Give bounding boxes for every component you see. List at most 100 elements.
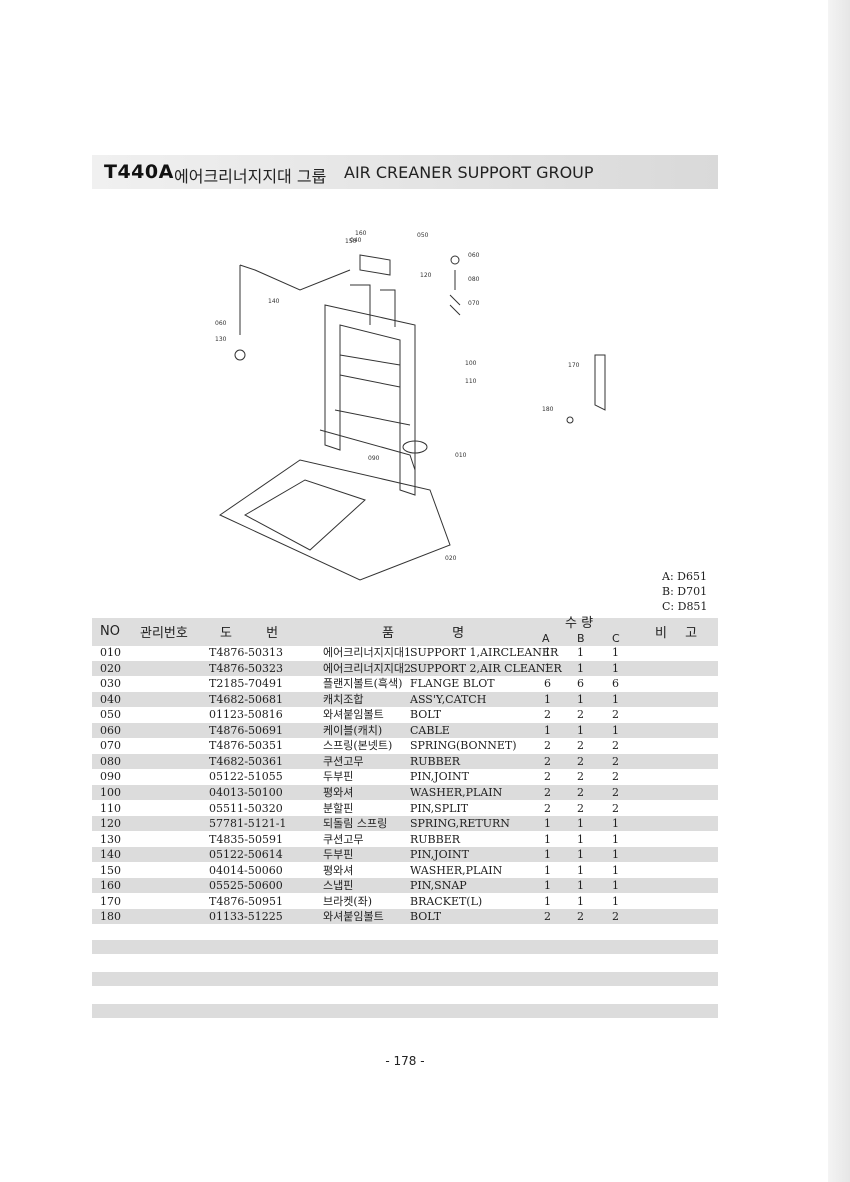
- part-name-english: RUBBER: [410, 832, 461, 846]
- support-frame: [324, 304, 416, 496]
- qty-c: 2: [612, 708, 619, 722]
- part-number: 04013-50100: [209, 785, 283, 799]
- qty-a: 1: [544, 832, 551, 846]
- part-name-korean: 브라켓(좌): [323, 894, 373, 908]
- callout-label: 110: [465, 378, 477, 385]
- part-name-korean: 평와셔: [323, 863, 354, 877]
- callout-label: 060: [468, 252, 480, 259]
- qty-b: 1: [577, 723, 584, 737]
- qty-a: 2: [544, 739, 551, 753]
- part-number: T4876-50951: [209, 894, 284, 908]
- part-number: T4835-50591: [209, 832, 284, 846]
- callout-label: 170: [568, 362, 580, 369]
- qty-a: 1: [544, 661, 551, 675]
- item-number: 140: [100, 848, 121, 862]
- callout-label: 130: [215, 336, 227, 343]
- part-name-english: RUBBER: [410, 754, 461, 768]
- page-number: - 178 -: [385, 1054, 425, 1068]
- item-number: 050: [100, 708, 121, 722]
- part-number: T4682-50361: [209, 754, 284, 768]
- item-number: 030: [100, 677, 121, 691]
- group-title-korean: 에어크리너지지대 그룹: [174, 167, 327, 186]
- qty-c: 2: [612, 785, 619, 799]
- callout-label: 070: [468, 300, 480, 307]
- qty-b: 1: [577, 879, 584, 893]
- qty-b: 1: [577, 646, 584, 659]
- qty-c: 1: [612, 879, 619, 893]
- qty-b: 1: [577, 692, 584, 706]
- part-name-english: WASHER,PLAIN: [410, 863, 503, 877]
- callout-label: 160: [355, 230, 367, 237]
- qty-a: 1: [544, 848, 551, 862]
- qty-c: 1: [612, 661, 619, 675]
- model-c: C: D851: [662, 600, 708, 613]
- item-number: 020: [100, 661, 121, 675]
- qty-c: 1: [612, 863, 619, 877]
- part-name-english: BOLT: [410, 910, 442, 924]
- part-name-english: BRACKET(L): [410, 894, 483, 908]
- item-number: 150: [100, 863, 121, 877]
- qty-a: 1: [544, 646, 551, 659]
- part-number: 05511-50320: [209, 801, 283, 815]
- qty-b: 2: [577, 770, 584, 784]
- qty-c: 2: [612, 739, 619, 753]
- part-number: T4876-50323: [209, 661, 284, 675]
- qty-b: 2: [577, 754, 584, 768]
- table-row: 150 04014-50060 평와셔 WASHER,PLAIN 1 1 1: [92, 863, 718, 878]
- qty-c: 1: [612, 692, 619, 706]
- qty-b: 1: [577, 863, 584, 877]
- part-name-english: WASHER,PLAIN: [410, 785, 503, 799]
- part-name-korean: 쿠션고무: [323, 832, 364, 846]
- header-mgmt-number: 관리번호: [140, 626, 188, 641]
- item-number: 060: [100, 723, 121, 737]
- qty-b: 1: [577, 817, 584, 831]
- group-code: T440A: [104, 161, 174, 183]
- qty-a: 6: [544, 677, 551, 691]
- qty-c: 2: [612, 910, 619, 924]
- callout-label: 100: [465, 360, 477, 367]
- part-number: 04014-50060: [209, 863, 283, 877]
- qty-b: 2: [577, 785, 584, 799]
- part-name-english: PIN,JOINT: [410, 770, 469, 784]
- qty-c: 1: [612, 646, 619, 659]
- qty-c: 1: [612, 848, 619, 862]
- part-number: 57781-5121-1: [209, 817, 287, 831]
- qty-b: 2: [577, 910, 584, 924]
- base-plate: [218, 459, 451, 581]
- qty-a: 2: [544, 770, 551, 784]
- blank-row: [92, 940, 718, 954]
- part-name-english: SPRING,RETURN: [410, 817, 510, 831]
- qty-b: 1: [577, 832, 584, 846]
- part-name-korean: 스냅핀: [323, 879, 354, 893]
- part-name-english: FLANGE BLOT: [410, 677, 495, 691]
- part-number: T2185-70491: [209, 677, 284, 691]
- part-name-english: PIN,SPLIT: [410, 801, 469, 815]
- qty-a: 2: [544, 708, 551, 722]
- callout-label: 050: [417, 232, 429, 239]
- qty-c: 1: [612, 894, 619, 908]
- item-number: 120: [100, 817, 121, 831]
- callout-label: 140: [268, 298, 280, 305]
- part-name-korean: 에어크리너지지대2: [323, 661, 411, 675]
- qty-c: 1: [612, 832, 619, 846]
- qty-a: 1: [544, 863, 551, 877]
- part-name-korean: 캐치조합: [323, 692, 364, 706]
- header-remark: 비 고: [655, 626, 698, 641]
- callout-label: 150: [345, 238, 357, 245]
- exploded-parts-diagram: 160 150 050 040 060 080 070 120 140 060 …: [215, 230, 606, 581]
- qty-b: 2: [577, 739, 584, 753]
- model-b: B: D701: [662, 585, 708, 598]
- callout-label: 020: [445, 555, 457, 562]
- item-number: 100: [100, 785, 121, 799]
- part-name-english: CABLE: [410, 723, 450, 737]
- model-a: A: D651: [662, 570, 707, 583]
